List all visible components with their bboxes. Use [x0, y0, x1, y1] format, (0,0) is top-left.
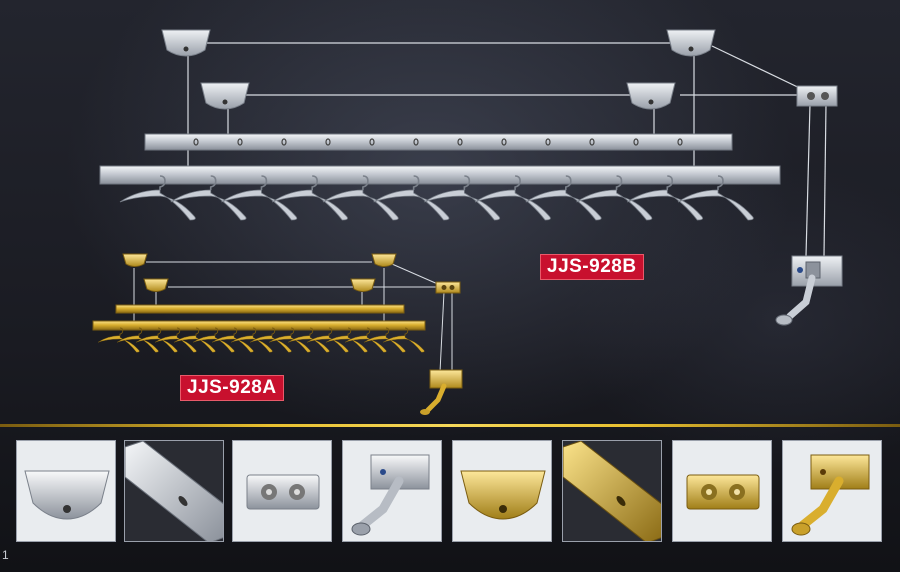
- clothes-hanger: [627, 175, 703, 221]
- clothes-hanger: [116, 327, 159, 353]
- hanger-row: [97, 327, 425, 353]
- clothes-hanger: [576, 175, 653, 221]
- thumb-rail-silver: [124, 440, 224, 542]
- model-label-jjs-928b: JJS-928B: [540, 254, 644, 280]
- hand-crank-icon: [775, 255, 843, 326]
- lower-rail: [92, 320, 426, 331]
- hand-crank-icon: [420, 369, 463, 415]
- clothes-hanger: [192, 327, 235, 353]
- clothes-hanger: [268, 327, 311, 353]
- ropes: [133, 261, 453, 373]
- lower-rail: [99, 165, 781, 185]
- clothes-hanger: [322, 175, 399, 221]
- thumb-ceiling-pulley-gold: [452, 440, 552, 542]
- hand-crank-icon: [783, 441, 881, 541]
- thumb-ceiling-pulley-silver: [16, 440, 116, 542]
- clothes-hanger: [221, 175, 298, 221]
- rack-jjs-928b: [99, 29, 843, 326]
- upper-rail: [115, 304, 405, 314]
- thumb-rail-gold: [562, 440, 662, 542]
- thumb-hand-crank-gold: [782, 440, 882, 542]
- clothes-hanger: [525, 175, 602, 221]
- page-number: 1: [2, 548, 9, 562]
- clothes-hanger: [271, 175, 348, 221]
- clothes-hanger: [677, 175, 754, 221]
- rack-jjs-928a: [92, 253, 463, 415]
- clothes-hanger: [325, 327, 368, 353]
- thumb-rope-guide-silver: [232, 440, 332, 542]
- rail-profile-icon: [125, 441, 223, 541]
- drying-rack-illustration: [92, 29, 843, 415]
- ceiling-pulley-icon: [17, 441, 115, 541]
- clothes-hanger: [373, 175, 450, 221]
- clothes-hanger: [306, 327, 349, 353]
- clothes-hanger: [474, 175, 551, 221]
- clothes-hanger: [211, 327, 254, 353]
- gold-divider: [0, 424, 900, 427]
- clothes-hanger: [249, 327, 292, 353]
- ceiling-pulley-icon: [161, 29, 716, 110]
- thumb-rope-guide-gold: [672, 440, 772, 542]
- ceiling-pulley-icon: [453, 441, 551, 541]
- clothes-hanger: [382, 327, 425, 353]
- clothes-hanger: [97, 327, 140, 353]
- clothes-hanger: [173, 327, 216, 353]
- rail-holes: [193, 138, 683, 146]
- rope-guide-icon: [796, 85, 838, 107]
- clothes-hanger: [119, 175, 196, 221]
- clothes-hanger: [363, 327, 406, 353]
- rail-profile-icon: [563, 441, 661, 541]
- hanger-row: [119, 175, 754, 221]
- model-label-jjs-928a: JJS-928A: [180, 375, 284, 401]
- thumb-hand-crank-silver: [342, 440, 442, 542]
- clothes-hanger: [287, 327, 330, 353]
- clothes-hanger: [344, 327, 387, 353]
- upper-rail: [144, 133, 733, 151]
- hand-crank-icon: [343, 441, 441, 541]
- rope-guide-icon: [673, 441, 771, 541]
- clothes-hanger: [170, 175, 247, 221]
- clothes-hanger: [230, 327, 273, 353]
- rope-guide-icon: [233, 441, 331, 541]
- ropes: [187, 42, 827, 257]
- clothes-hanger: [135, 327, 178, 353]
- clothes-hanger: [154, 327, 197, 353]
- clothes-hanger: [424, 175, 501, 221]
- ceiling-pulley-icon: [122, 253, 397, 292]
- rope-guide-icon: [435, 281, 461, 294]
